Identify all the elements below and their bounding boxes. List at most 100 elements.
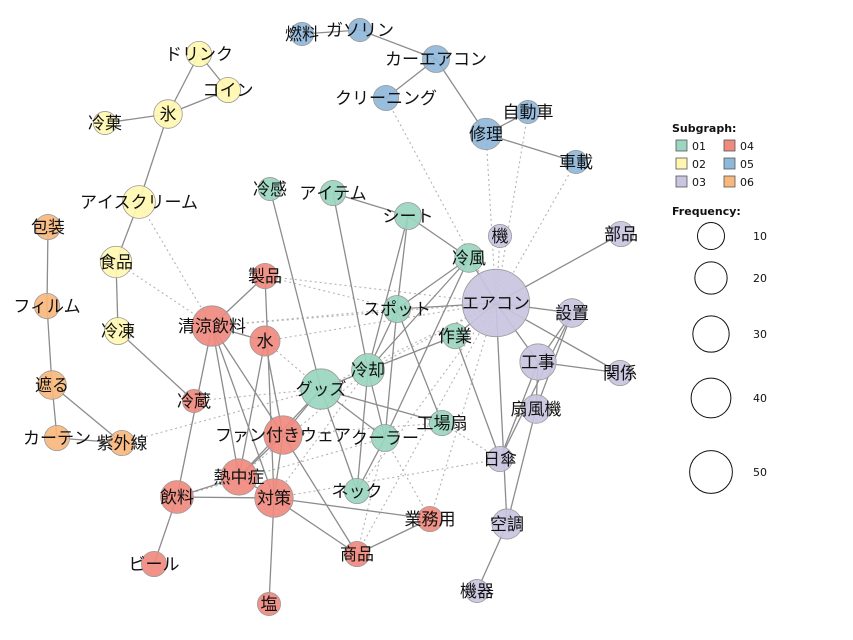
node-label-kaeakon: カーエアコン — [385, 50, 487, 70]
node-nenryou: 燃料 — [285, 22, 319, 46]
node-label-inryou: 飲料 — [160, 488, 194, 508]
node-nekku: ネック — [332, 477, 383, 504]
node-circle-kuriningu — [372, 85, 399, 112]
node-fanuea: ファン付きウェア — [215, 415, 351, 455]
edge-dotted-mizu-ekon — [264, 302, 497, 342]
legend-swatch-02 — [675, 157, 688, 170]
node-circle-seiryou — [191, 305, 233, 347]
node-label-katen: カーテン — [23, 429, 91, 449]
node-label-kuriningu: クリーニング — [335, 89, 437, 109]
node-label-gasorin: ガソリン — [326, 21, 394, 41]
node-shouhin: 商品 — [340, 541, 374, 568]
node-mizu: 水 — [249, 325, 281, 357]
node-label-aisu: アイスクリーム — [80, 193, 198, 213]
edge-mizu-necchu — [238, 340, 266, 478]
node-kiki: 機器 — [460, 579, 494, 603]
edge-dotted-nekku-ekon — [356, 302, 497, 492]
node-circle-firumu — [34, 292, 61, 319]
node-saegiru: 遮る — [35, 370, 69, 400]
legend-subgraph-label-05: 05 — [740, 158, 754, 171]
node-circle-shasai — [564, 150, 588, 174]
legend-frequency-label-10: 10 — [753, 230, 767, 243]
node-circle-nekku — [343, 477, 370, 504]
edge-reizou-reitou — [117, 330, 195, 402]
node-inryou: 飲料 — [160, 480, 194, 514]
node-circle-dorinku — [185, 41, 212, 68]
node-label-nikasa: 日傘 — [483, 450, 517, 470]
node-label-kankei: 関係 — [603, 364, 637, 384]
node-shigaisen: 紫外線 — [97, 429, 148, 456]
node-label-koin: コイン — [203, 81, 254, 101]
edge-reikyaku-nekku — [356, 369, 369, 492]
node-label-setti: 設置 — [555, 304, 589, 324]
node-seihin: 製品 — [248, 262, 282, 289]
edge-dotted-fanuea-koujousen — [282, 422, 443, 436]
node-kankei: 関係 — [603, 359, 637, 386]
edge-reifu-reikyaku — [367, 257, 470, 371]
node-label-nekku: ネック — [332, 482, 383, 502]
edge-seiryou-necchu — [211, 325, 240, 478]
network-nodes: エアコングッズ清涼飲料ファン付きウェア対策工事熱中症冷却飲料アイスクリーム修理食… — [13, 18, 638, 616]
node-shasai: 車載 — [559, 150, 593, 174]
edge-setti-nikasa — [499, 312, 573, 460]
node-circle-sagyou — [441, 322, 468, 349]
edge-kuchou-senpuki — [506, 408, 537, 525]
node-label-nenryou: 燃料 — [285, 25, 319, 45]
node-buhin: 部品 — [604, 220, 638, 247]
edge-dotted-taisaku-nikasa — [273, 458, 501, 499]
legend-frequency-label-30: 30 — [753, 328, 767, 341]
node-katen: カーテン — [23, 424, 91, 451]
edge-guzzu-koujousen — [320, 388, 443, 424]
node-label-jidousha: 自動車 — [503, 103, 554, 123]
edge-sito-supotto — [396, 215, 409, 310]
node-circle-gasorin — [348, 18, 372, 42]
node-aisu: アイスクリーム — [80, 185, 198, 219]
node-label-senpuki: 扇風機 — [511, 400, 562, 420]
node-label-buhin: 部品 — [604, 225, 638, 245]
node-kouji: 工事 — [519, 343, 557, 381]
node-circle-mizu — [249, 325, 281, 357]
legend-frequency-title: Frequency: — [672, 205, 741, 218]
node-kuriningu: クリーニング — [335, 85, 437, 112]
node-shuuri: 修理 — [469, 117, 503, 151]
node-label-aitemu: アイテム — [299, 184, 366, 204]
node-circle-supotto — [383, 295, 411, 323]
node-label-reizou: 冷蔵 — [177, 392, 211, 412]
node-koori: 氷 — [153, 99, 183, 129]
node-sito: シート — [383, 202, 434, 230]
node-label-seihin: 製品 — [248, 267, 282, 287]
edge-sagyou-nikasa — [454, 335, 501, 460]
node-kura: クーラー — [351, 424, 419, 452]
node-reikan: 冷感 — [253, 177, 287, 201]
legend-frequency-circle-50 — [689, 450, 733, 494]
node-label-reitou: 冷凍 — [101, 322, 135, 342]
node-label-shokuhin: 食品 — [99, 253, 133, 273]
legend-swatch-03 — [675, 175, 688, 188]
node-label-ki: 機 — [492, 227, 509, 247]
node-label-reika: 冷菓 — [88, 114, 122, 134]
node-circle-inryou — [160, 480, 194, 514]
node-label-reikyaku: 冷却 — [351, 361, 385, 381]
node-label-guzzu: グッズ — [296, 380, 347, 400]
node-circle-saegiru — [37, 370, 67, 400]
node-circle-shuuri — [469, 117, 503, 151]
node-circle-kuchou — [491, 508, 523, 540]
node-circle-koori — [153, 99, 183, 129]
node-label-kouji: 工事 — [521, 353, 555, 373]
node-label-dorinku: ドリンク — [165, 45, 233, 65]
node-circle-necchu — [220, 458, 258, 496]
node-gasorin: ガソリン — [326, 18, 394, 42]
node-nikasa: 日傘 — [483, 445, 517, 472]
node-label-shigaisen: 紫外線 — [97, 434, 148, 454]
legend-subgraph-label-02: 02 — [692, 158, 706, 171]
edge-dotted-taisaku-reikyaku — [273, 369, 369, 499]
node-circle-biru — [140, 551, 167, 578]
node-circle-guzzu — [300, 368, 342, 410]
node-circle-sito — [394, 202, 422, 230]
node-sagyou: 作業 — [438, 322, 472, 349]
node-reitou: 冷凍 — [101, 317, 135, 345]
node-housou: 包装 — [31, 213, 65, 240]
